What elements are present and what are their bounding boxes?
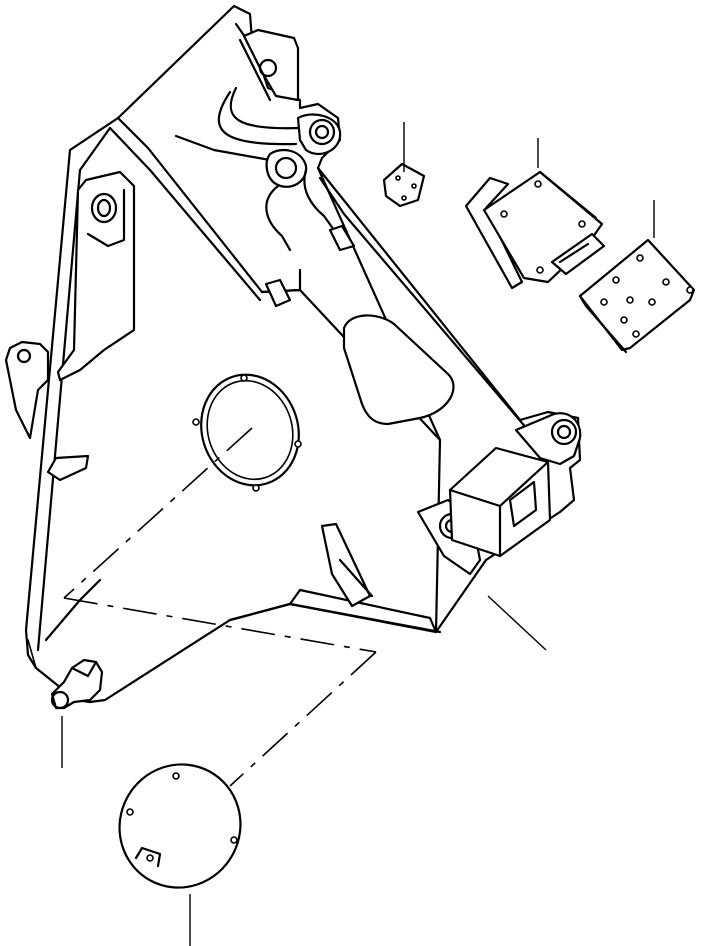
main-frame [4,4,582,704]
pivot-pin [50,658,104,710]
plate-holes [600,254,694,338]
cover-plate [118,763,242,889]
leader-main-frame [487,595,547,651]
mounting-bracket [464,170,606,290]
explode-lines [63,427,377,787]
callout-leaders [61,122,655,946]
port-bolt-holes [192,374,302,492]
spacer-block [382,162,426,208]
hole-plate [578,238,696,354]
